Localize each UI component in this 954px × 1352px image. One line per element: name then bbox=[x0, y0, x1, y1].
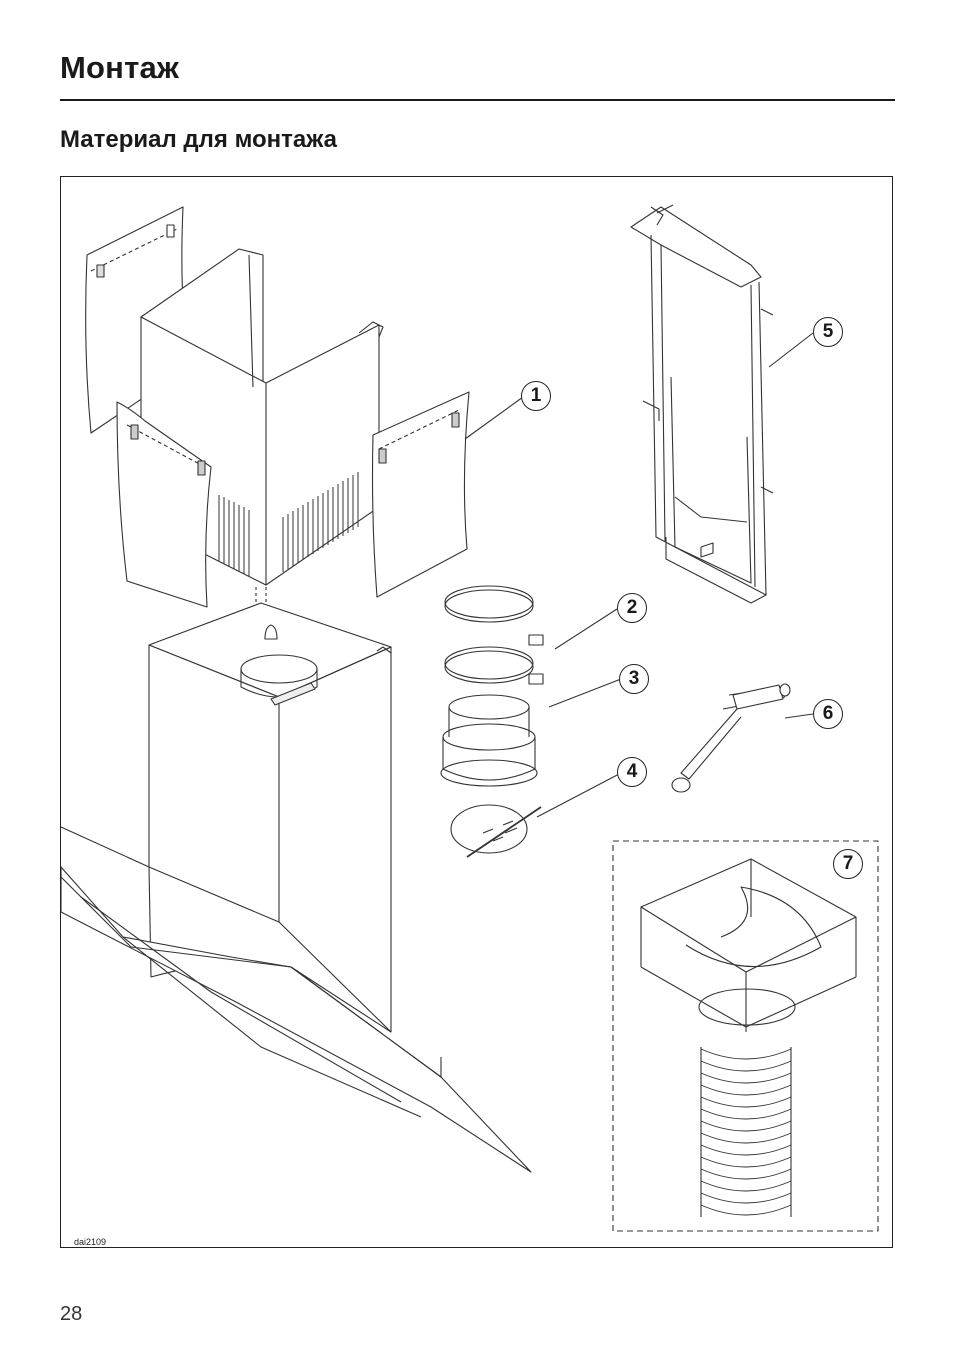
hose-clamps bbox=[444, 585, 544, 685]
section-title: Материал для монтажа bbox=[60, 126, 337, 153]
page-number: 28 bbox=[60, 1303, 83, 1325]
lower-chimney-and-hood bbox=[61, 602, 532, 1173]
wall-bracket bbox=[630, 204, 774, 604]
callout-1: 1 bbox=[521, 381, 551, 411]
figure-code: dai2109 bbox=[74, 1237, 107, 1247]
callout-leaders bbox=[464, 332, 814, 818]
callout-1-label: 1 bbox=[530, 385, 542, 406]
mounting-materials-figure: 1 2 3 4 5 6 7 dai2109 bbox=[60, 176, 893, 1248]
callout-5-label: 5 bbox=[822, 321, 834, 342]
gas-spring bbox=[671, 683, 791, 793]
mounting-illustration bbox=[61, 204, 879, 1232]
callout-4-label: 4 bbox=[626, 761, 638, 782]
callout-6: 6 bbox=[813, 699, 843, 729]
callout-6-label: 6 bbox=[822, 703, 834, 724]
callout-2-label: 2 bbox=[626, 597, 638, 618]
title-divider bbox=[60, 99, 895, 101]
callout-4: 4 bbox=[617, 757, 647, 787]
page-title: Монтаж bbox=[60, 50, 180, 85]
callout-7: 7 bbox=[833, 849, 863, 879]
callout-3: 3 bbox=[619, 664, 649, 694]
filter-mat-left bbox=[116, 401, 212, 608]
callout-5: 5 bbox=[813, 317, 843, 347]
callout-2: 2 bbox=[617, 593, 647, 623]
recirculation-kit bbox=[612, 840, 879, 1232]
callout-7-label: 7 bbox=[842, 853, 854, 874]
non-return-flap bbox=[450, 804, 542, 858]
filter-mat-right bbox=[371, 391, 470, 598]
callout-3-label: 3 bbox=[628, 668, 640, 689]
adapter-ring bbox=[440, 694, 538, 787]
